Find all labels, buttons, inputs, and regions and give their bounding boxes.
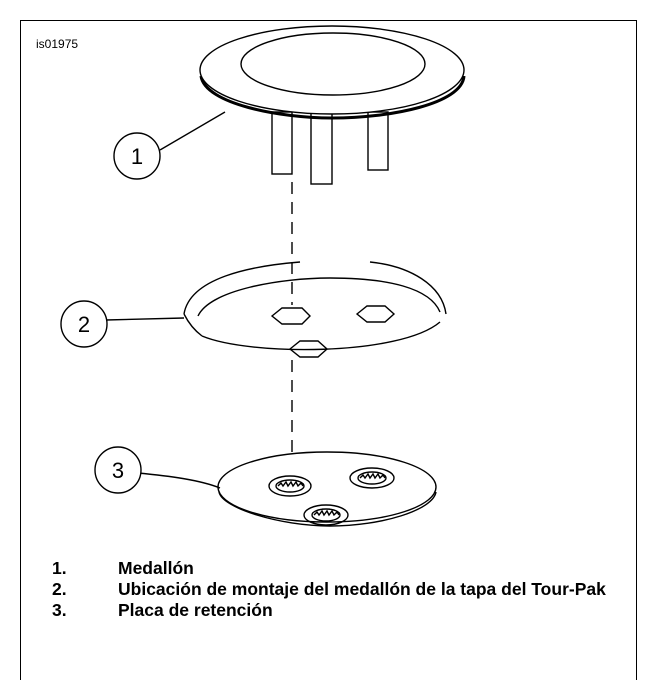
retention-clip [349, 467, 395, 489]
retention-clip [303, 504, 349, 526]
retention-clip [268, 475, 312, 497]
retention-plate-part [217, 451, 437, 527]
legend-number: 2. [52, 579, 67, 599]
exploded-view-illustration: 1 2 3 [60, 25, 466, 527]
figure-id: is01975 [36, 37, 79, 51]
callout-3-leader [137, 472, 221, 489]
legend-number: 3. [52, 600, 67, 620]
legend-item: 2. Ubicación de montaje del medallón de … [52, 579, 642, 600]
callout-1-label: 1 [131, 144, 143, 169]
figure-frame [20, 20, 637, 680]
callout-2-leader [105, 317, 185, 321]
legend-text: Medallón [118, 558, 194, 578]
legend-text: Ubicación de montaje del medallón de la … [118, 579, 606, 599]
callout-2-circle [60, 300, 108, 348]
callout-1-circle [113, 132, 161, 180]
legend-item: 1. Medallón [52, 558, 642, 579]
mounting-location-part [183, 261, 447, 358]
callout-2-label: 2 [78, 312, 90, 337]
medallion-part [199, 25, 466, 185]
legend-number: 1. [52, 558, 67, 578]
legend-item: 3. Placa de retención [52, 600, 642, 621]
callout-1-leader [159, 111, 226, 151]
parts-legend: 1. Medallón 2. Ubicación de montaje del … [52, 558, 642, 621]
legend-text: Placa de retención [118, 600, 273, 620]
callout-3-label: 3 [112, 458, 124, 483]
callout-3-circle [94, 446, 142, 494]
